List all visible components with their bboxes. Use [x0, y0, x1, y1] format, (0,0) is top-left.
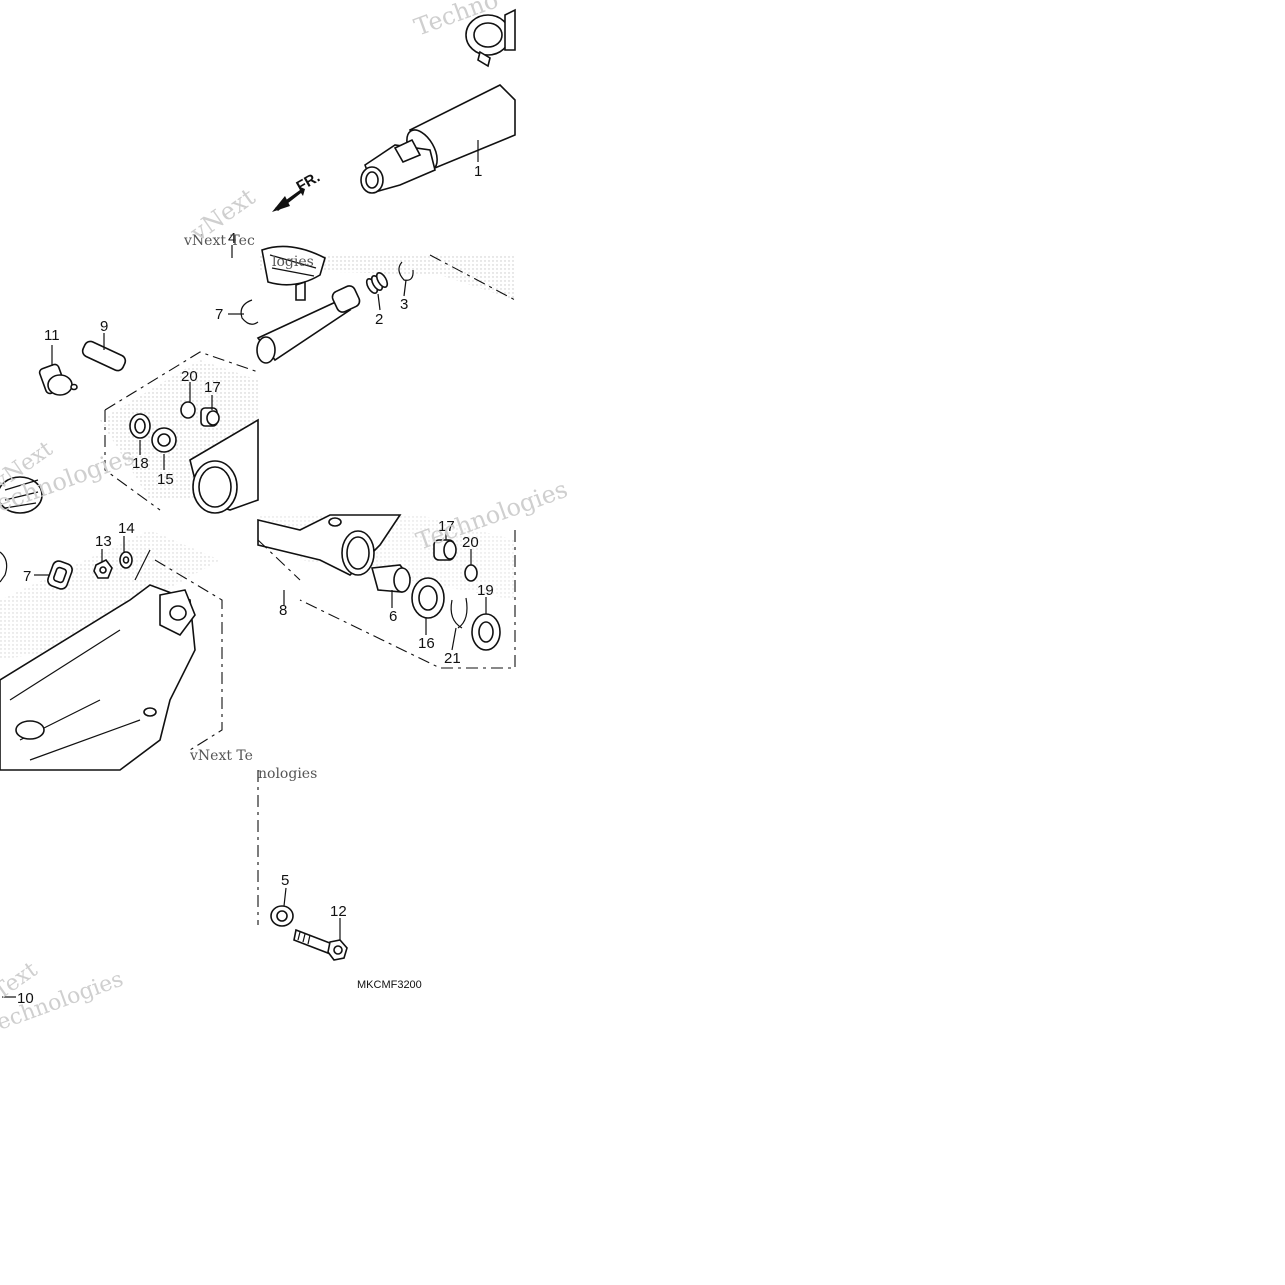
callout-8: 8	[279, 602, 287, 619]
callout-16: 16	[418, 635, 435, 652]
diagram-code: MKCMF3200	[357, 979, 422, 991]
callout-5: 5	[281, 872, 289, 889]
callouts: 1 2 3 4 5 6 7 7 8 9 10 11 12 13 14 15 16…	[17, 163, 494, 1007]
watermark: vNext Tec	[183, 233, 255, 249]
leader-lines	[2, 140, 487, 998]
watermark: vNext Te	[189, 748, 253, 764]
callout-20-left: 20	[181, 368, 198, 385]
callout-4: 4	[228, 230, 236, 247]
pinion-shaft	[240, 245, 516, 364]
callout-7-lower: 7	[23, 568, 31, 585]
right-parts	[257, 514, 516, 669]
callout-13: 13	[95, 533, 112, 550]
callout-17-left: 17	[204, 379, 221, 396]
callout-9: 9	[100, 318, 108, 335]
bottom-parts	[257, 770, 348, 961]
callout-15: 15	[157, 471, 174, 488]
callout-19: 19	[477, 582, 494, 599]
callout-17-right: 17	[438, 518, 455, 535]
callout-2: 2	[375, 311, 383, 328]
callout-12: 12	[330, 903, 347, 920]
left-parts	[0, 340, 220, 590]
callout-21: 21	[444, 650, 461, 667]
callout-6: 6	[389, 608, 397, 625]
direction-label: FR.	[294, 169, 323, 196]
pivot-housing	[104, 351, 259, 514]
watermark: nologies	[258, 766, 317, 782]
callout-10: 10	[17, 990, 34, 1007]
callout-3: 3	[400, 296, 408, 313]
callout-14: 14	[118, 520, 135, 537]
callout-1: 1	[474, 163, 482, 180]
watermark: logies	[272, 254, 314, 270]
callout-7-upper: 7	[215, 306, 223, 323]
callout-11: 11	[44, 327, 60, 344]
spring	[365, 271, 389, 295]
callout-18: 18	[132, 455, 149, 472]
drive-shaft	[272, 8, 516, 212]
callout-20-right: 20	[462, 534, 479, 551]
swingarm-body	[0, 549, 223, 771]
